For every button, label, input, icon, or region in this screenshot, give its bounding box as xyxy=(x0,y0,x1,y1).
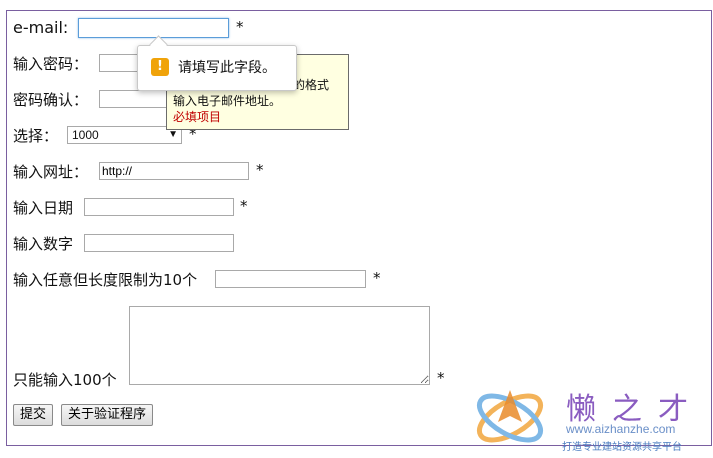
warning-icon: ! xyxy=(151,58,169,76)
date-required-mark: * xyxy=(240,197,248,215)
watermark-url: www.aizhanzhe.com xyxy=(566,422,676,436)
textarea-required-mark: * xyxy=(437,369,445,387)
email-label: e-mail: xyxy=(13,18,69,37)
number-label: 输入数字 xyxy=(13,235,74,253)
validation-message: 请填写此字段。 xyxy=(178,60,276,76)
textarea-label: 只能输入100个 xyxy=(13,371,117,389)
tooltip-line2: 输入电子邮件地址。 xyxy=(173,94,282,108)
logo-emblem-icon xyxy=(476,390,544,443)
select-required-mark: * xyxy=(189,125,197,143)
url-label: 输入网址： xyxy=(13,163,89,181)
tooltip-line1: 的格式 xyxy=(293,78,330,92)
url-input[interactable] xyxy=(99,162,249,180)
confirm-password-label: 密码确认： xyxy=(13,91,89,109)
length-required-mark: * xyxy=(373,269,381,287)
length-limit-input[interactable] xyxy=(215,270,366,288)
number-input[interactable] xyxy=(84,234,234,252)
email-input[interactable] xyxy=(78,18,229,38)
length-limit-label: 输入任意但长度限制为10个 xyxy=(13,271,198,289)
about-validator-button[interactable]: 关于验证程序 xyxy=(61,404,154,426)
watermark-logo: 懒之才 www.aizhanzhe.com 打造专业建站资源共享平台 xyxy=(470,382,710,453)
select-label: 选择： xyxy=(13,127,59,145)
validation-bubble: ! 请填写此字段。 xyxy=(137,45,297,91)
select-value: 1000 xyxy=(72,128,99,142)
tooltip-required-text: 必填项目 xyxy=(173,110,222,124)
watermark-slogan: 打造专业建站资源共享平台 xyxy=(562,442,682,453)
password-label: 输入密码： xyxy=(13,55,89,73)
email-required-mark: * xyxy=(236,18,244,36)
amount-select[interactable]: 1000 ▼ xyxy=(67,126,182,144)
message-textarea[interactable] xyxy=(129,306,430,385)
date-label: 输入日期 xyxy=(13,199,74,217)
url-required-mark: * xyxy=(256,161,264,179)
dropdown-arrow-icon: ▼ xyxy=(168,129,178,140)
date-input[interactable] xyxy=(84,198,234,216)
watermark-brand: 懒之才 xyxy=(566,392,704,427)
submit-button[interactable]: 提交 xyxy=(13,404,54,426)
confirm-password-input[interactable] xyxy=(99,90,169,108)
